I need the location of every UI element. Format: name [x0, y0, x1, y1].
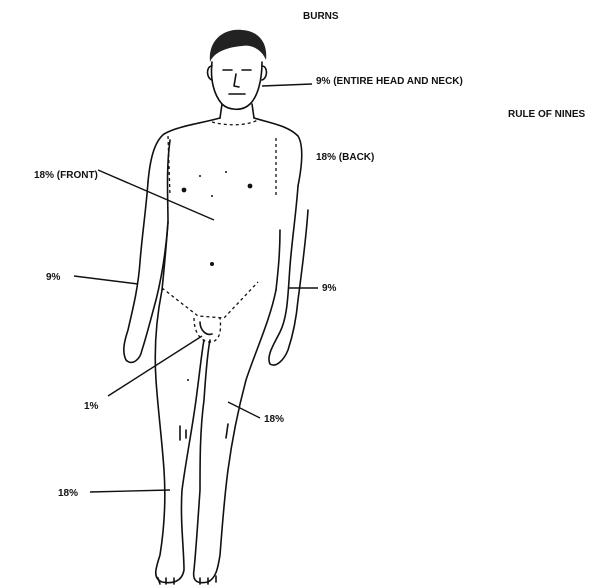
hair: [210, 30, 266, 62]
left-arm-outline: [124, 140, 170, 362]
label-left-arm: 9%: [46, 272, 61, 283]
label-back: 18% (BACK): [316, 152, 374, 163]
leader-front: [98, 170, 214, 220]
torso-outline: [148, 118, 302, 186]
leader-left-arm: [74, 276, 138, 284]
diagram-title: BURNS: [303, 11, 339, 22]
label-front: 18% (FRONT): [34, 170, 98, 181]
leader-left-leg: [90, 490, 170, 492]
head-outline: [211, 62, 262, 109]
diagram-subtitle: RULE OF NINES: [508, 109, 586, 120]
label-right-arm: 9%: [322, 283, 337, 294]
neck-boundary: [212, 120, 258, 125]
right-arm-outline: [269, 186, 308, 365]
leader-right-leg: [228, 402, 260, 418]
leader-head-neck: [262, 84, 312, 86]
label-left-leg: 18%: [58, 488, 78, 499]
human-body-figure: [124, 30, 308, 584]
label-head-neck: 9% (ENTIRE HEAD AND NECK): [316, 76, 463, 87]
label-genital: 1%: [84, 401, 99, 412]
groin-boundary: [162, 282, 258, 318]
label-right-leg: 18%: [264, 414, 284, 425]
